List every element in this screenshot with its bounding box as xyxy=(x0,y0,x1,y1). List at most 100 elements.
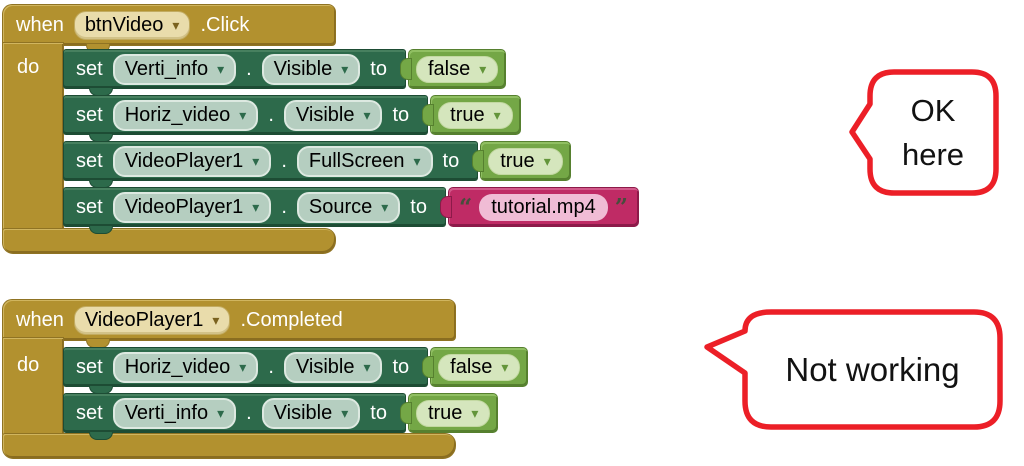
dropdown-arrow-icon: ▾ xyxy=(493,107,501,123)
component-dropdown[interactable]: VideoPlayer1 ▾ xyxy=(112,191,272,223)
dropdown-arrow-icon: ▾ xyxy=(172,17,180,33)
set-block[interactable]: set VideoPlayer1 ▾ . Source ▾ to “ tutor… xyxy=(64,188,638,233)
boolean-value: false xyxy=(427,57,471,80)
set-label: set xyxy=(76,195,103,218)
dropdown-arrow-icon: ▾ xyxy=(239,107,247,123)
component-dropdown[interactable]: Horiz_video ▾ xyxy=(112,99,259,131)
component-name: Verti_info xyxy=(124,401,209,424)
text-string-block[interactable]: “ tutorial.mp4 ” xyxy=(440,188,638,226)
dropdown-arrow-icon: ▾ xyxy=(217,61,225,77)
set-label: set xyxy=(76,103,103,126)
annotation-bubble-ok: OK here xyxy=(848,64,1000,199)
dot-label: . xyxy=(246,401,252,424)
dropdown-arrow-icon: ▾ xyxy=(341,61,349,77)
event-component-dropdown[interactable]: btnVideo ▾ xyxy=(73,10,191,40)
to-label: to xyxy=(392,355,410,378)
dropdown-arrow-icon: ▾ xyxy=(413,153,421,169)
do-spine xyxy=(3,43,63,235)
event-header[interactable]: when VideoPlayer1 ▾ .Completed xyxy=(3,300,455,347)
set-block[interactable]: set Horiz_video ▾ . Visible ▾ to true xyxy=(64,96,638,141)
statement-plug xyxy=(87,339,109,347)
set-block[interactable]: set Verti_info ▾ . Visible ▾ to false xyxy=(64,50,638,95)
dropdown-arrow-icon: ▾ xyxy=(501,359,509,375)
component-name: VideoPlayer1 xyxy=(124,149,244,172)
property-name: FullScreen xyxy=(308,149,405,172)
speech-bubble-outline xyxy=(704,309,1003,430)
property-dropdown[interactable]: Source ▾ xyxy=(296,191,401,223)
when-btnvideo-click-block[interactable]: when btnVideo ▾ .Click do set Verti_info… xyxy=(3,5,1013,255)
property-dropdown[interactable]: FullScreen ▾ xyxy=(296,145,433,177)
dropdown-arrow-icon: ▾ xyxy=(543,153,551,169)
set-block[interactable]: set Verti_info ▾ . Visible ▾ to true xyxy=(64,394,527,439)
statement-list: set Horiz_video ▾ . Visible ▾ to false xyxy=(64,348,528,440)
annotation-line: here xyxy=(901,136,965,172)
dot-label: . xyxy=(268,355,274,378)
set-label: set xyxy=(76,57,103,80)
event-component-name: VideoPlayer1 xyxy=(84,308,204,331)
property-name: Visible xyxy=(295,355,355,378)
set-block[interactable]: set VideoPlayer1 ▾ . FullScreen ▾ to tru… xyxy=(64,142,638,187)
dot-label: . xyxy=(281,195,287,218)
boolean-value: true xyxy=(500,149,535,172)
property-dropdown[interactable]: Visible ▾ xyxy=(283,351,383,383)
component-dropdown[interactable]: VideoPlayer1 ▾ xyxy=(112,145,272,177)
property-name: Source xyxy=(308,195,373,218)
property-dropdown[interactable]: Visible ▾ xyxy=(261,397,361,429)
boolean-value-block[interactable]: true ▾ xyxy=(473,142,570,180)
block-footer xyxy=(3,434,455,458)
boolean-value: true xyxy=(450,103,485,126)
dropdown-arrow-icon: ▾ xyxy=(381,199,389,215)
dropdown-arrow-icon: ▾ xyxy=(363,107,371,123)
dropdown-arrow-icon: ▾ xyxy=(252,153,260,169)
to-label: to xyxy=(442,149,460,172)
boolean-value-block[interactable]: true ▾ xyxy=(423,96,520,134)
annotation-bubble-not-working: Not working xyxy=(695,305,1015,435)
speech-bubble-outline xyxy=(849,69,999,196)
dropdown-arrow-icon: ▾ xyxy=(212,312,220,328)
block-footer xyxy=(3,229,335,253)
dropdown-arrow-icon: ▾ xyxy=(479,61,487,77)
component-dropdown[interactable]: Horiz_video ▾ xyxy=(112,351,259,383)
event-header[interactable]: when btnVideo ▾ .Click xyxy=(3,5,335,52)
component-dropdown[interactable]: Verti_info ▾ xyxy=(112,53,237,85)
dropdown-arrow-icon: ▾ xyxy=(363,359,371,375)
component-name: Verti_info xyxy=(124,57,209,80)
set-label: set xyxy=(76,355,103,378)
statement-plug xyxy=(87,44,109,52)
dropdown-arrow-icon: ▾ xyxy=(341,405,349,421)
do-spine xyxy=(3,338,63,438)
property-name: Visible xyxy=(273,57,333,80)
dropdown-arrow-icon: ▾ xyxy=(252,199,260,215)
open-quote: “ xyxy=(458,193,473,221)
component-name: Horiz_video xyxy=(124,355,231,378)
boolean-value-block[interactable]: false ▾ xyxy=(423,348,528,386)
boolean-value-block[interactable]: false ▾ xyxy=(400,50,506,88)
to-label: to xyxy=(370,401,387,424)
annotation-line: OK xyxy=(910,92,956,128)
to-label: to xyxy=(410,195,427,218)
to-label: to xyxy=(392,103,410,126)
property-dropdown[interactable]: Visible ▾ xyxy=(261,53,361,85)
when-videoplayer-completed-block[interactable]: when VideoPlayer1 ▾ .Completed do set Ho… xyxy=(3,300,1013,462)
boolean-value-block[interactable]: true ▾ xyxy=(400,394,498,432)
property-name: Visible xyxy=(295,103,355,126)
dot-label: . xyxy=(281,149,287,172)
statement-list: set Verti_info ▾ . Visible ▾ to false xyxy=(64,50,638,234)
set-label: set xyxy=(76,149,103,172)
to-label: to xyxy=(370,57,387,80)
dropdown-arrow-icon: ▾ xyxy=(217,405,225,421)
component-name: Horiz_video xyxy=(124,103,231,126)
event-component-dropdown[interactable]: VideoPlayer1 ▾ xyxy=(73,305,231,335)
event-name-label: .Click xyxy=(200,13,250,36)
set-block[interactable]: set Horiz_video ▾ . Visible ▾ to false xyxy=(64,348,528,393)
set-label: set xyxy=(76,401,103,424)
dot-label: . xyxy=(246,57,252,80)
boolean-value: false xyxy=(450,355,493,378)
dropdown-arrow-icon: ▾ xyxy=(471,405,479,421)
string-text-field[interactable]: tutorial.mp4 xyxy=(479,193,608,221)
component-dropdown[interactable]: Verti_info ▾ xyxy=(112,397,237,429)
property-dropdown[interactable]: Visible ▾ xyxy=(283,99,383,131)
component-name: VideoPlayer1 xyxy=(124,195,244,218)
property-name: Visible xyxy=(273,401,333,424)
